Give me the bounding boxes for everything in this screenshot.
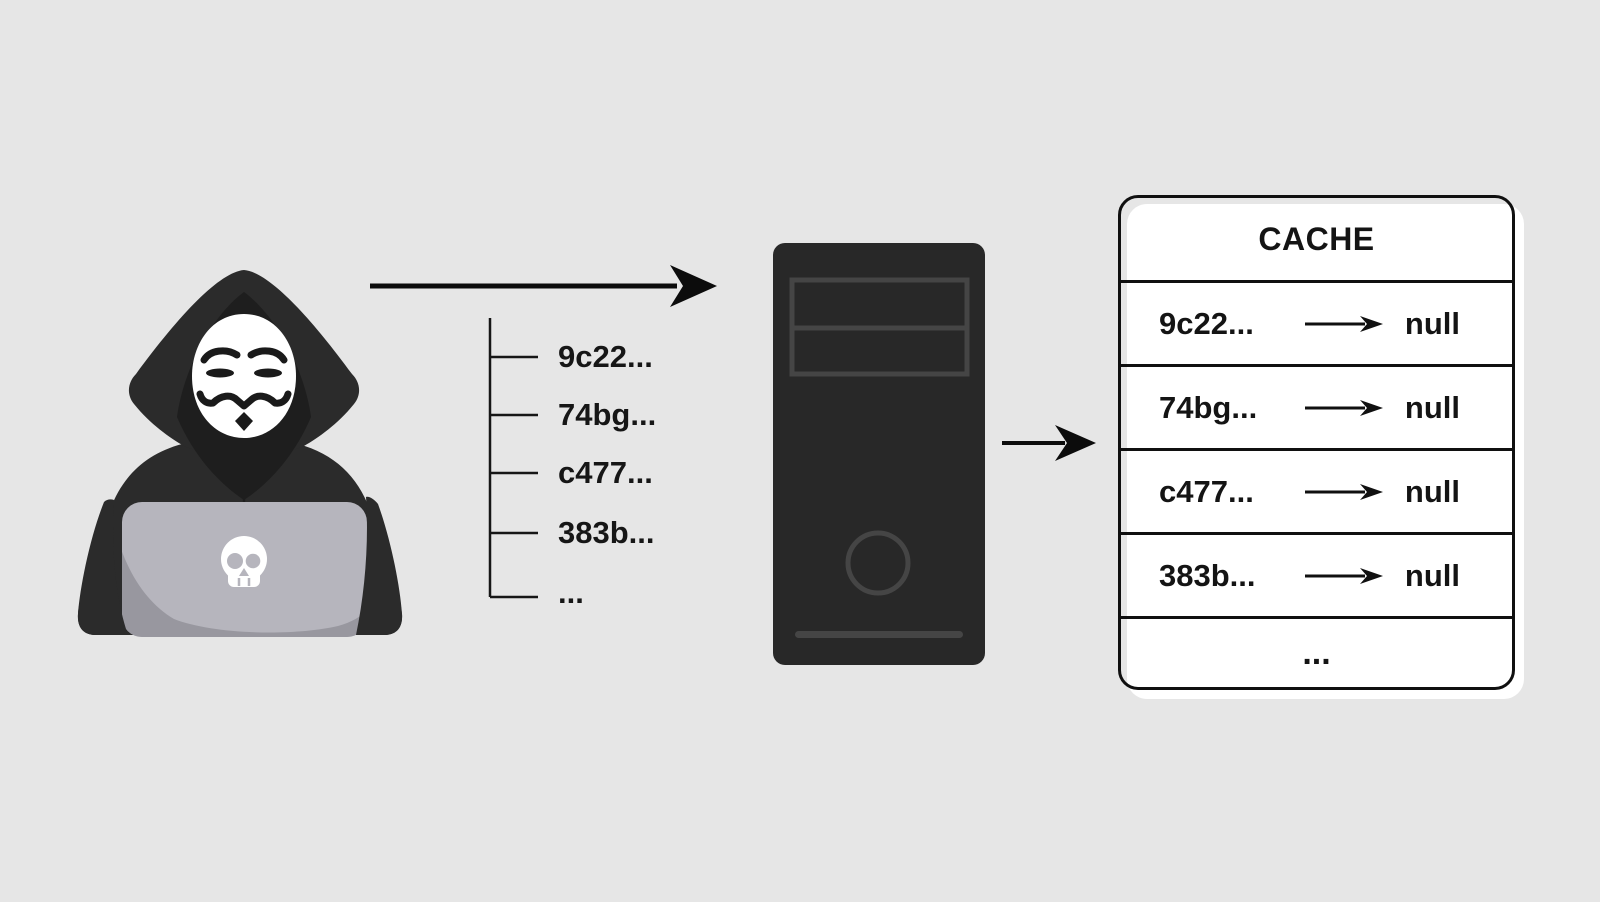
cache-title: CACHE bbox=[1121, 198, 1512, 283]
hash-item: 74bg... bbox=[558, 397, 657, 432]
hash-item: 9c22... bbox=[558, 339, 653, 374]
cache-key: 9c22... bbox=[1159, 305, 1254, 341]
cache-key: c477... bbox=[1159, 473, 1254, 509]
cache-key: 74bg... bbox=[1159, 389, 1258, 425]
cache-value: null bbox=[1404, 557, 1460, 593]
cache-row: 74bg... null bbox=[1121, 367, 1512, 451]
cache-table-box: CACHE 9c22... null 74bg... null c477... bbox=[1118, 195, 1515, 690]
arrow-right-icon bbox=[1002, 425, 1096, 461]
arrow-right-icon bbox=[1305, 315, 1383, 332]
arrow-right-icon bbox=[1305, 567, 1383, 584]
arrow-right-icon bbox=[1305, 483, 1383, 500]
cache-row: 383b... null bbox=[1121, 535, 1512, 619]
cache-key: 383b... bbox=[1159, 557, 1256, 593]
cache-row: 9c22... null bbox=[1121, 283, 1512, 367]
skull-icon bbox=[221, 536, 267, 587]
cache-value: null bbox=[1404, 473, 1460, 509]
anonymous-hacker-icon bbox=[77, 270, 403, 637]
cache-value: null bbox=[1404, 389, 1460, 425]
hash-item-ellipsis: ... bbox=[558, 575, 584, 610]
cache-table: CACHE 9c22... null 74bg... null c477... bbox=[1118, 195, 1524, 699]
cache-value: null bbox=[1404, 305, 1460, 341]
hash-item: 383b... bbox=[558, 515, 655, 550]
arrow-right-icon bbox=[370, 265, 717, 307]
request-hash-list: 9c22... 74bg... c477... 383b... ... bbox=[488, 316, 738, 610]
cache-footer-ellipsis: ... bbox=[1302, 633, 1331, 672]
server-tower-icon bbox=[773, 243, 985, 665]
arrow-right-icon bbox=[1305, 399, 1383, 416]
hash-item: c477... bbox=[558, 455, 653, 490]
cache-row: c477... null bbox=[1121, 451, 1512, 535]
bracket-lines bbox=[488, 318, 538, 599]
